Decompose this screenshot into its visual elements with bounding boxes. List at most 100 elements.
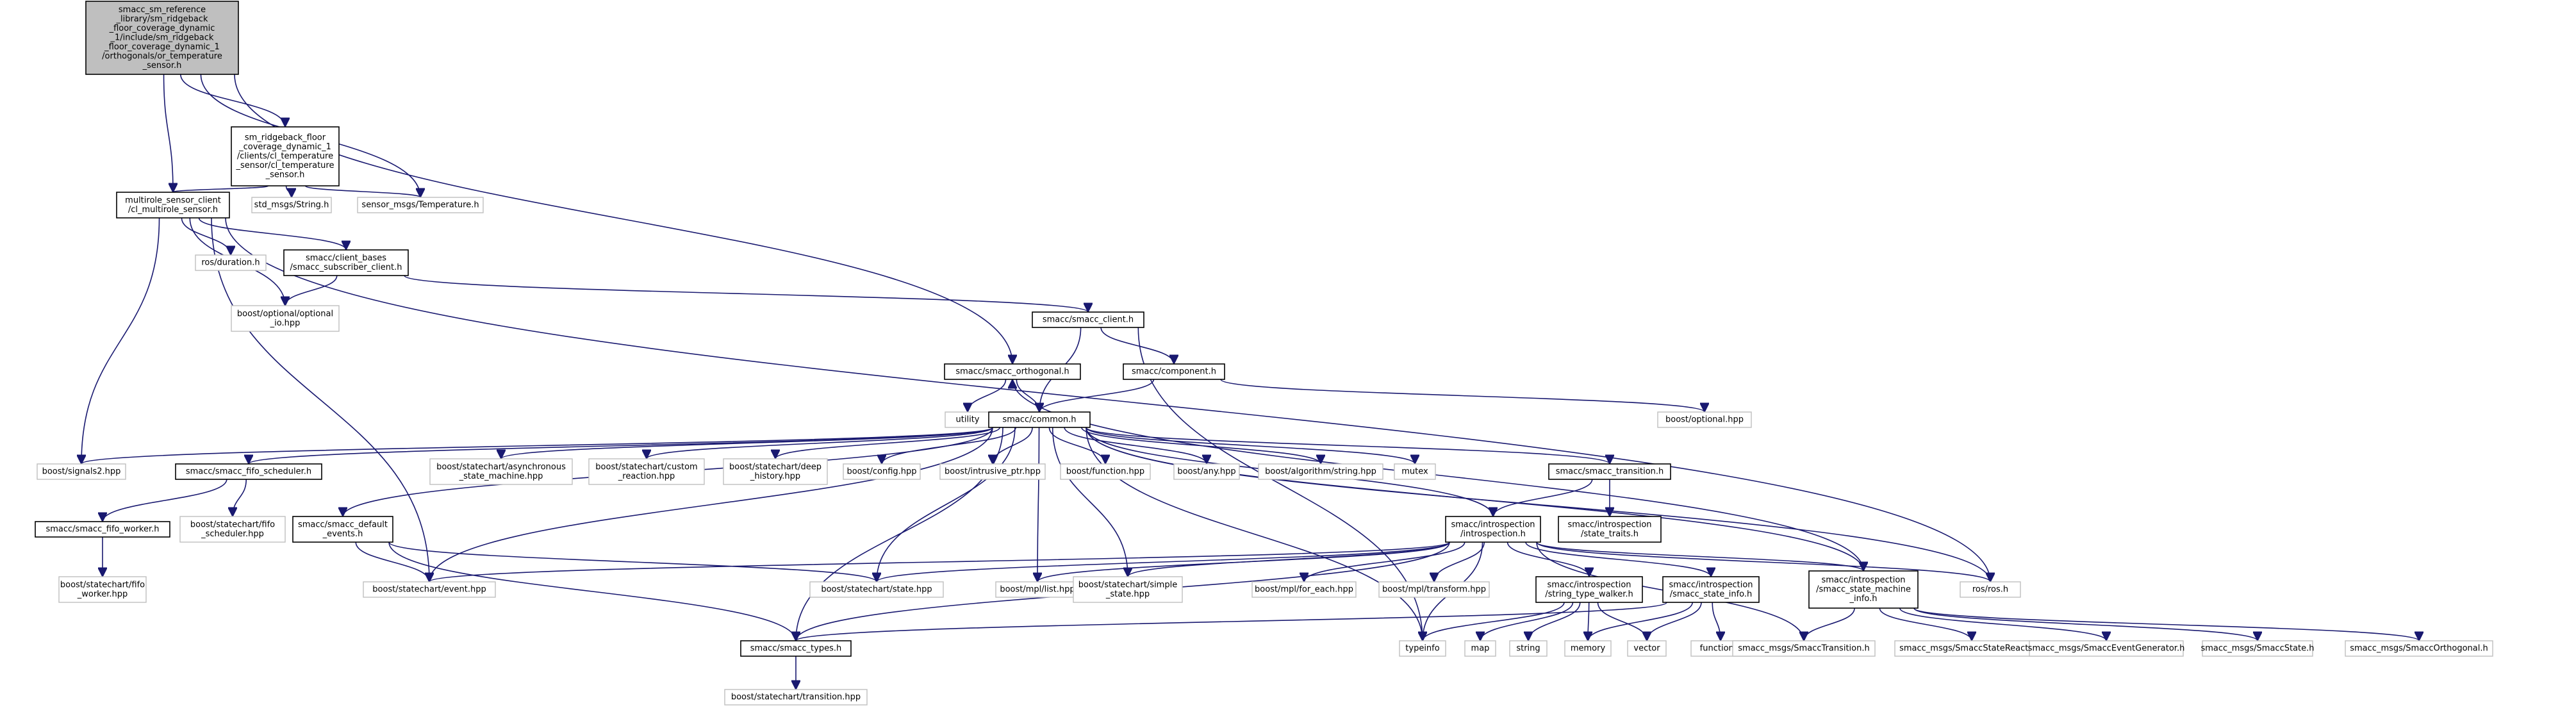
edge-multirole-to-ros-h — [225, 217, 1990, 582]
node-box — [175, 463, 322, 480]
node-subscriber[interactable]: smacc/client_bases/smacc_subscriber_clie… — [283, 249, 409, 276]
node-box — [809, 581, 944, 598]
node-label-line: smacc/smacc_client.h — [1043, 315, 1134, 325]
node-box — [231, 305, 340, 332]
node-map: map — [1464, 640, 1496, 657]
node-box — [1060, 463, 1151, 480]
node-box — [1894, 640, 2049, 657]
node-label-line: _scheduler.hpp — [201, 529, 264, 539]
edge-root-to-cl-temp — [180, 74, 285, 128]
node-sc-state: boost/statechart/state.hpp — [809, 581, 944, 598]
node-label-line: sm_ridgeback_floor — [245, 133, 326, 143]
node-transition[interactable]: smacc/smacc_transition.h — [1548, 463, 1671, 480]
node-cl-temp[interactable]: sm_ridgeback_floor_coverage_dynamic_1/cl… — [231, 126, 340, 186]
node-label-line: _coverage_dynamic_1 — [238, 142, 331, 152]
node-box — [1394, 463, 1436, 480]
node-smacc-types[interactable]: smacc/smacc_types.h — [740, 640, 852, 657]
node-box — [357, 197, 484, 213]
node-msg-state: smacc_msgs/SmaccState.h — [2201, 640, 2315, 657]
node-orthogonal[interactable]: smacc/smacc_orthogonal.h — [944, 363, 1081, 380]
node-box — [1662, 576, 1760, 603]
edge-type-walker-to-memory — [1588, 602, 1589, 641]
node-box — [292, 516, 393, 543]
edge-orthogonal-to-utility — [968, 379, 1007, 413]
edge-introspection-to-mpl-foreach — [1304, 541, 1466, 582]
node-component[interactable]: smacc/component.h — [1123, 363, 1225, 380]
edge-introspection-to-type-walker — [1507, 541, 1590, 577]
node-label-line: smacc/smacc_types.h — [750, 644, 841, 654]
node-type-walker[interactable]: smacc/introspection/string_type_walker.h — [1535, 576, 1643, 603]
node-label-line: boost/optional.hpp — [1665, 415, 1744, 425]
node-label-line: smacc/component.h — [1132, 367, 1216, 377]
node-label-line: /orthogonals/or_temperature — [102, 52, 222, 62]
node-label-line: boost/statechart/transition.hpp — [731, 693, 861, 702]
edge-state-info-to-smacc-types — [796, 602, 1667, 641]
node-label-line: _info.h — [1849, 594, 1877, 604]
node-label-line: /string_type_walker.h — [1545, 590, 1633, 599]
edge-fifo-sched-to-sc-fifo-sched — [233, 479, 247, 516]
node-box — [1464, 640, 1496, 657]
node-label-line: vector — [1633, 644, 1660, 654]
edge-default-events-to-sc-state — [388, 541, 877, 582]
node-label-line: std_msgs/String.h — [254, 201, 329, 210]
node-fifo-sched[interactable]: smacc/smacc_fifo_scheduler.h — [175, 463, 322, 480]
node-msg-transition: smacc_msgs/SmaccTransition.h — [1732, 640, 1876, 657]
node-label-line: smacc/smacc_fifo_worker.h — [45, 525, 159, 534]
node-label-line: boost/any.hpp — [1177, 467, 1235, 477]
node-label-line: map — [1471, 644, 1490, 654]
node-box — [995, 581, 1080, 598]
node-label-line: _io.hpp — [270, 318, 301, 328]
node-default-events[interactable]: smacc/smacc_default_events.h — [292, 516, 393, 543]
node-optional-io: boost/optional/optional_io.hpp — [231, 305, 340, 332]
edge-cl-temp-to-multirole — [173, 186, 269, 193]
node-vector: vector — [1627, 640, 1667, 657]
node-label-line: smacc_msgs/SmaccTransition.h — [1738, 644, 1869, 654]
node-label-line: smacc/smacc_orthogonal.h — [955, 367, 1069, 377]
node-sm-info[interactable]: smacc/introspection/smacc_state_machine_… — [1808, 570, 1919, 609]
node-label-line: /smacc_state_machine — [1816, 585, 1911, 595]
node-label-line: smacc/introspection — [1451, 520, 1535, 529]
node-mutex: mutex — [1394, 463, 1436, 480]
edge-common-to-function — [1048, 427, 1105, 465]
node-label-line: boost/statechart/fifo — [190, 520, 275, 529]
node-root[interactable]: smacc_sm_reference_library/sm_ridgeback_… — [85, 1, 239, 75]
node-msg-evgen: smacc_msgs/SmaccEventGenerator.h — [2028, 640, 2184, 657]
node-label-line: ros/duration.h — [201, 258, 260, 268]
node-label-line: _sensor/cl_temperature — [236, 161, 334, 170]
node-label-line: boost/signals2.hpp — [42, 467, 121, 477]
edge-common-to-signals2 — [81, 427, 993, 465]
node-label-line: /state_traits.h — [1581, 529, 1639, 539]
node-fifo-worker[interactable]: smacc/smacc_fifo_worker.h — [35, 521, 170, 538]
node-introspection[interactable]: smacc/introspection/introspection.h — [1445, 516, 1541, 543]
edge-type-walker-to-typeinfo — [1423, 602, 1565, 641]
node-box — [1378, 581, 1490, 598]
node-sc-event: boost/statechart/event.hpp — [363, 581, 496, 598]
node-mpl-foreach: boost/mpl/for_each.hpp — [1251, 581, 1357, 598]
node-box — [85, 1, 239, 75]
edge-cl-temp-to-std-string — [285, 185, 292, 198]
node-label-line: string — [1516, 644, 1540, 654]
node-box — [231, 126, 340, 186]
node-label-line: functional — [1700, 644, 1742, 654]
edge-component-to-boost-optional — [1220, 379, 1705, 413]
node-client[interactable]: smacc/smacc_client.h — [1032, 311, 1144, 328]
node-label-line: boost/mpl/transform.hpp — [1382, 585, 1486, 595]
node-multirole[interactable]: multirole_sensor_client/cl_multirole_sen… — [116, 192, 230, 219]
node-state-info[interactable]: smacc/introspection/smacc_state_info.h — [1662, 576, 1760, 603]
node-label-line: smacc_msgs/SmaccStateReactor.h — [1899, 644, 2044, 654]
node-state-traits[interactable]: smacc/introspection/state_traits.h — [1558, 516, 1662, 543]
edge-orthogonal-to-common — [1016, 379, 1039, 413]
node-label-line: _1/include/sm_ridgeback — [110, 33, 214, 43]
node-label-line: /clients/cl_temperature — [237, 152, 333, 161]
edge-type-walker-to-map — [1480, 602, 1574, 641]
node-common[interactable]: smacc/common.h — [988, 411, 1091, 428]
node-signals2: boost/signals2.hpp — [37, 463, 126, 480]
node-function: boost/function.hpp — [1060, 463, 1151, 480]
node-msg-orth: smacc_msgs/SmaccOrthogonal.h — [2345, 640, 2493, 657]
node-simple-state: boost/statechart/simple_state.hpp — [1073, 576, 1183, 603]
node-box — [723, 458, 828, 485]
edge-common-to-async-sm — [501, 427, 993, 459]
edge-multirole-to-ros-duration — [181, 217, 231, 256]
node-memory: memory — [1564, 640, 1612, 657]
node-label-line: boost/statechart/simple — [1078, 580, 1177, 590]
